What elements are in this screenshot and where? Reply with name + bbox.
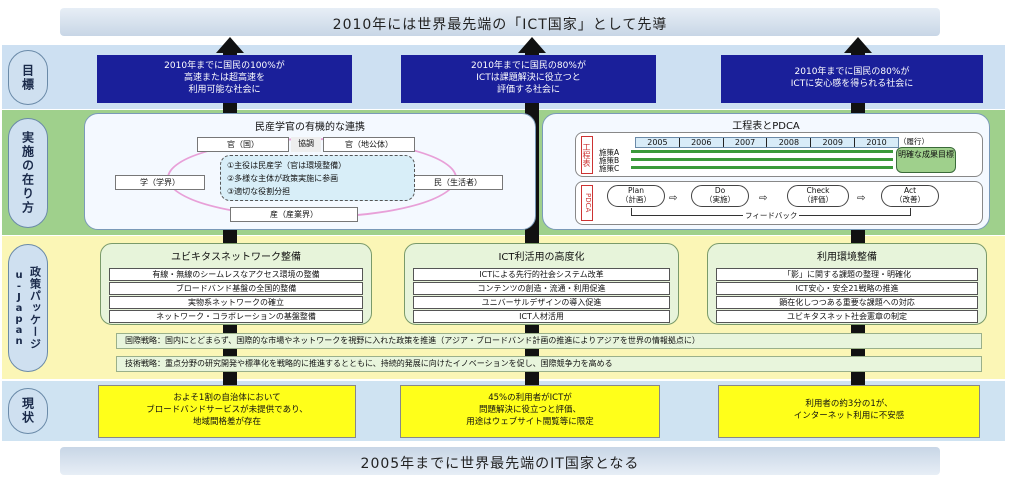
cooperation: 協調 — [291, 137, 321, 152]
package-3: 利用環境整備 「影」に関する課題の整理・明確化 ICT安心・安全21戦略の推進 … — [707, 243, 987, 325]
top-banner: 2010年には世界最先端の「ICT国家」として先導 — [332, 17, 668, 33]
package-1-item: ネットワーク・コラボレーションの基盤整備 — [109, 310, 363, 323]
package-3-item: 「影」に関する課題の整理・明確化 — [716, 268, 978, 281]
package-3-item: 顕在化しつつある重要な課題への対応 — [716, 296, 978, 309]
measure-b: 施策B — [599, 156, 620, 165]
schedule-table-label: 工程表 — [581, 136, 593, 174]
bottom-banner-box — [60, 447, 940, 475]
package-3-item: ICT安心・安全21戦略の推進 — [716, 282, 978, 295]
year-2009: 2009 — [811, 138, 856, 147]
measure-c: 施策C — [599, 164, 620, 173]
package-2-title: ICT利活用の高度化 — [498, 252, 585, 263]
year-tag: （履行） — [899, 137, 929, 146]
industry: 産（産業界） — [230, 207, 358, 222]
arrowhead-1 — [216, 37, 244, 53]
row-label-current: 現状 — [8, 388, 48, 434]
goal-target-box: 明確な成果目標 — [896, 147, 956, 173]
row-label-package: u-Japan 政策パッケージ — [8, 244, 48, 372]
gov-national: 官（国） — [197, 137, 289, 152]
collab-points: ①主役は民産学（官は環境整備） ②多様な主体が政策実施に参画 ③適切な役割分担 — [220, 155, 415, 201]
arrowhead-2 — [518, 37, 546, 53]
row-label-implementation: 実施の在り方 — [8, 118, 48, 228]
package-1-item: ブロードバンド基盤の全国的整備 — [109, 282, 363, 295]
measure-c-bar — [631, 166, 893, 169]
pdca-label: PDCA — [581, 185, 593, 221]
package-3-title: 利用環境整備 — [817, 252, 877, 263]
collab-panel: 民産学官の有機的な連携 官（国） 協調 官（地公体） 学（学界） 民（生活者） … — [84, 113, 536, 230]
gov-local: 官（地公体） — [323, 137, 415, 152]
measure-a: 施策A — [599, 148, 620, 157]
goal-box-1: 2010年までに国民の100%が 高速または超高速を 利用可能な社会に — [97, 55, 352, 103]
package-1-item: 有線・無線のシームレスなアクセス環境の整備 — [109, 268, 363, 281]
arrowhead-3 — [844, 37, 872, 53]
year-2010: 2010 — [866, 138, 887, 147]
measure-a-bar — [631, 150, 893, 153]
package-2-item: ICT人材活用 — [413, 310, 670, 323]
collab-title: 民産学官の有機的な連携 — [255, 122, 365, 133]
pdca-plan: Plan（計画） — [607, 185, 665, 207]
year-row: 2005 2006 2007 2008 2009 2010 — [635, 137, 899, 148]
package-1-item: 実物系ネットワークの確立 — [109, 296, 363, 309]
strategy-international: 国際戦略：国内にとどまらず、国際的な市場やネットワークを視野に入れた政策を推進（… — [116, 333, 982, 349]
current-box-3: 利用者の約3分の1が、 インターネット利用に不安感 — [718, 385, 980, 438]
year-2008: 2008 — [767, 138, 812, 147]
bottom-banner: 2005年までに世界最先端のIT国家となる — [360, 456, 640, 472]
year-2007: 2007 — [724, 138, 768, 147]
schedule-title: 工程表とPDCA — [732, 121, 800, 132]
current-box-2: 45%の利用者がICTが 問題解決に役立つと評価、 用途はウェブサイト閲覧等に限… — [400, 385, 660, 438]
row-label-package-text: 政策パッケージ — [28, 266, 42, 350]
strategy-technology: 技術戦略：重点分野の研究開発や標準化を戦略的に推進するとともに、持続的発展に向け… — [116, 356, 982, 372]
package-2-item: ICTによる先行的社会システム改革 — [413, 268, 670, 281]
row-label-goal: 目標 — [8, 50, 48, 105]
current-box-1: およそ1割の自治体において ブロードバンドサービスが未提供であり、 地域間格差が… — [98, 385, 356, 438]
top-banner-box — [60, 8, 940, 36]
pdca-do: Do（実施） — [691, 185, 749, 207]
row-label-package-title: u-Japan — [13, 269, 25, 347]
academia: 学（学界） — [115, 175, 205, 190]
citizen: 民（生活者） — [413, 175, 503, 190]
goal-box-2: 2010年までに国民の80%が ICTは課題解決に役立つと 評価する社会に — [401, 55, 656, 103]
pdca-act: Act（改善） — [881, 185, 939, 207]
package-3-item: ユビキタスネット社会憲章の制定 — [716, 310, 978, 323]
pdca-arrow-3: ⇨ — [857, 193, 866, 204]
package-2-item: ユニバーサルデザインの導入促進 — [413, 296, 670, 309]
pdca-arrow-1: ⇨ — [669, 193, 678, 204]
feedback-label: フィードバック — [743, 210, 800, 221]
year-2005: 2005 — [636, 138, 680, 147]
pdca-check: Check（評価） — [787, 185, 849, 207]
package-2: ICT利活用の高度化 ICTによる先行的社会システム改革 コンテンツの創造・流通… — [404, 243, 679, 325]
package-1-title: ユビキタスネットワーク整備 — [171, 252, 301, 263]
schedule-panel: 工程表とPDCA 工程表 2005 2006 2007 2008 2009 20… — [542, 113, 990, 230]
year-2006: 2006 — [680, 138, 724, 147]
pdca-arrow-2: ⇨ — [759, 193, 768, 204]
package-1: ユビキタスネットワーク整備 有線・無線のシームレスなアクセス環境の整備 ブロード… — [100, 243, 372, 325]
measure-b-bar — [631, 158, 893, 161]
goal-box-3: 2010年までに国民の80%が ICTに安心感を得られる社会に — [721, 55, 983, 103]
package-2-item: コンテンツの創造・流通・利用促進 — [413, 282, 670, 295]
